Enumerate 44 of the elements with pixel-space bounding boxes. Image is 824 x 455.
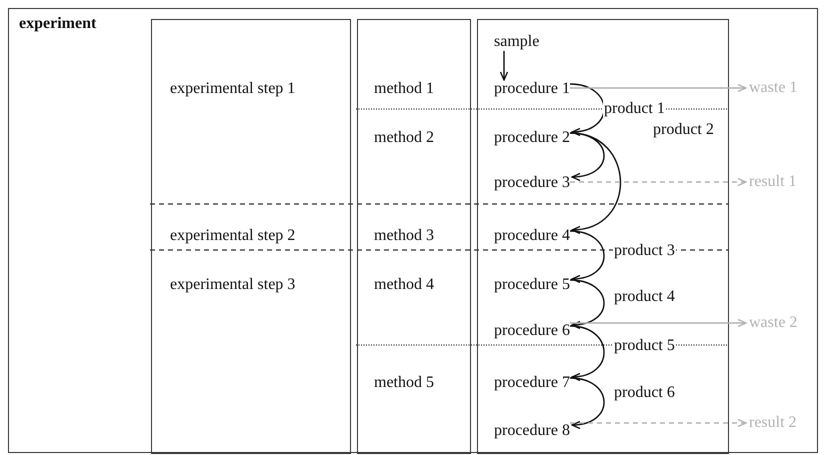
output-label: waste 1 [749,79,798,97]
edge-label: product 1 [603,100,666,118]
arrow [570,377,605,428]
input-label: sample [494,33,540,51]
method-label: method 3 [374,227,434,245]
procedure-label: procedure 2 [494,129,570,147]
procedure-label: procedure 8 [494,422,570,440]
group-heading: experiment [19,15,96,33]
arrow [570,132,622,234]
method-label: method 1 [374,80,434,98]
procedure-label: procedure 1 [494,80,570,98]
arrow [570,83,605,136]
arrow [570,132,605,180]
arrow [570,178,747,186]
procedure-label: procedure 7 [494,374,570,392]
arrow [500,51,508,81]
step-label: experimental step 2 [170,227,296,245]
arrow [570,84,747,92]
edge-label: product 5 [613,337,676,355]
method-label: method 4 [374,276,434,294]
output-label: waste 2 [749,314,798,332]
procedure-label: procedure 3 [494,174,570,192]
method-label: method 5 [374,374,434,392]
group-frame [8,8,818,453]
method-label: method 2 [374,129,434,147]
edge-label: product 2 [652,121,715,139]
arrow [570,325,605,380]
output-label: result 1 [749,173,797,191]
edge-label: product 3 [613,242,676,260]
procedure-label: procedure 6 [494,322,570,340]
edge-label: product 6 [613,384,676,402]
procedure-label: procedure 5 [494,276,570,294]
arrow [570,318,747,328]
output-label: result 2 [749,414,797,432]
edge-label: product 4 [613,288,676,306]
column-box [477,19,729,454]
column-box [357,19,471,454]
step-label: experimental step 3 [170,276,296,294]
arrow [570,279,605,328]
step-label: experimental step 1 [170,80,296,98]
arrow [570,230,605,282]
column-box [151,19,351,454]
procedure-label: procedure 4 [494,227,570,245]
arrow [570,418,747,428]
